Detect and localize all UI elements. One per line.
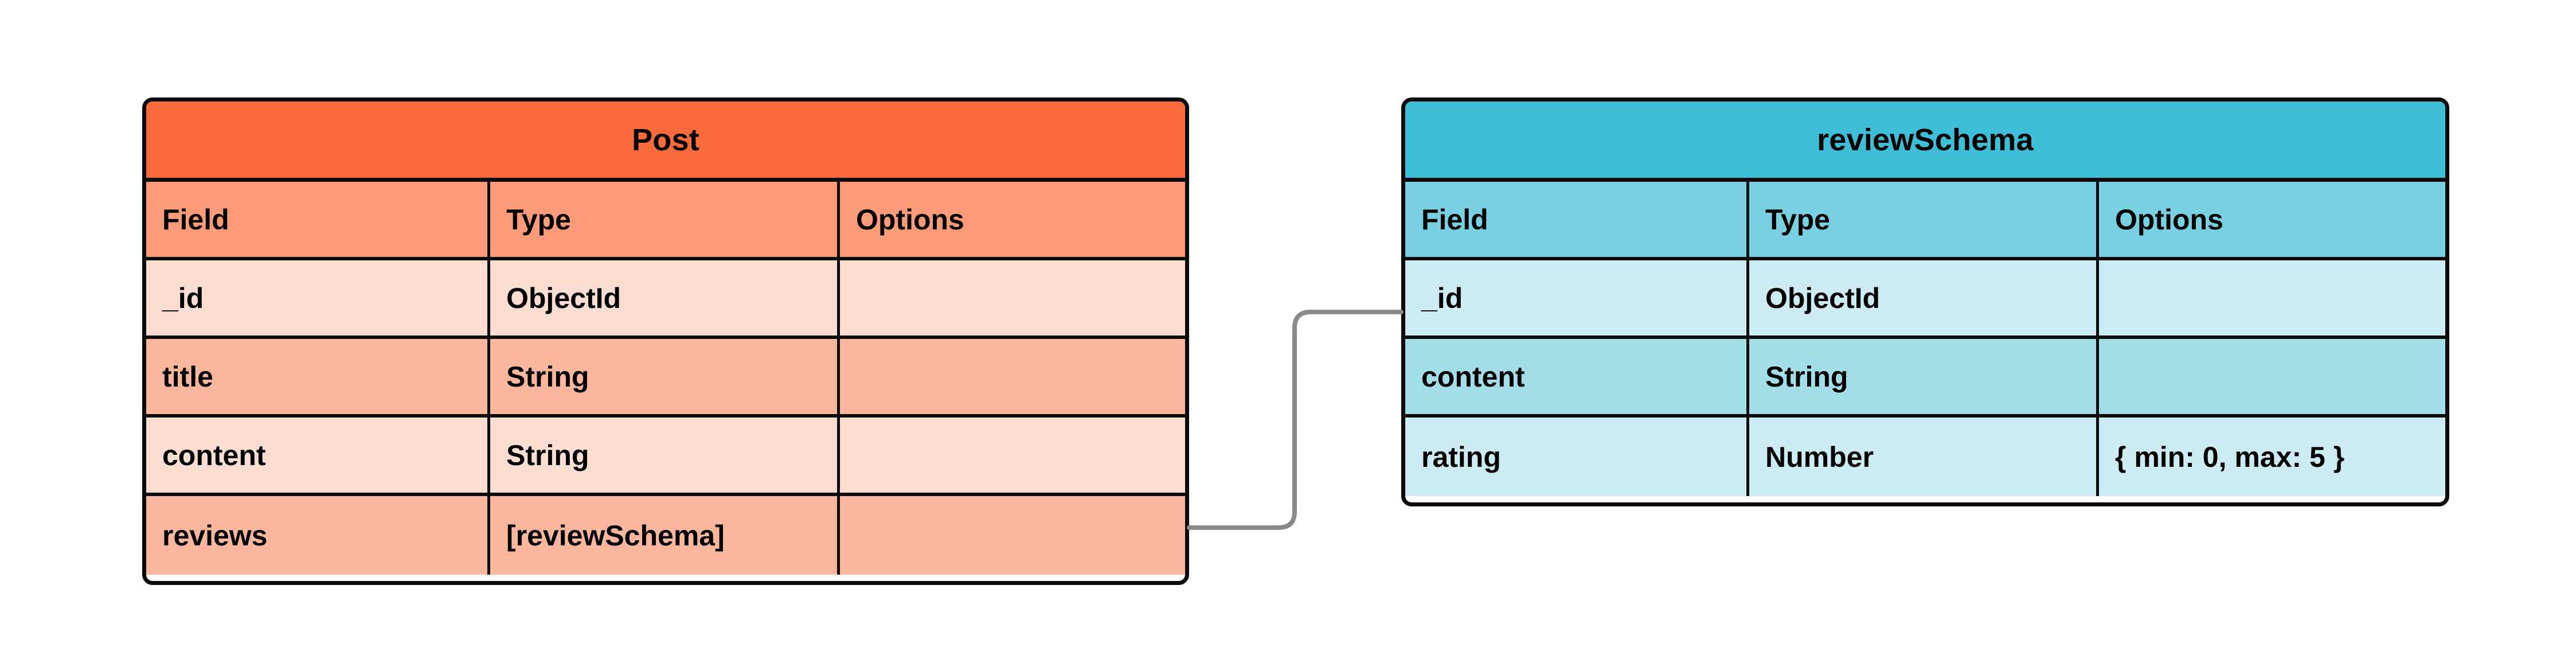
table-row[interactable]: _id ObjectId xyxy=(146,260,1185,339)
relationship-connector-reviews-to-reviewschema[interactable] xyxy=(1187,310,1404,530)
row-field-type: ObjectId xyxy=(1749,260,2099,336)
table-row[interactable]: reviews [reviewSchema] xyxy=(146,496,1185,575)
table-row[interactable]: content String xyxy=(146,418,1185,496)
row-field-options xyxy=(840,339,1185,414)
column-header-type: Type xyxy=(490,182,840,257)
row-field-type: String xyxy=(490,418,840,493)
table-row[interactable]: title String xyxy=(146,339,1185,418)
column-header-options: Options xyxy=(856,203,964,236)
row-field-name: _id xyxy=(146,260,490,336)
entity-reviewschema[interactable]: reviewSchema Field Type Options _id Obje… xyxy=(1401,97,2449,506)
table-row[interactable]: rating Number { min: 0, max: 5 } xyxy=(1405,418,2445,496)
column-header-field: Field xyxy=(146,182,490,257)
entity-post-title: Post xyxy=(146,102,1185,182)
row-field-type: String xyxy=(490,339,840,414)
table-row[interactable]: _id ObjectId xyxy=(1405,260,2445,339)
row-field-options xyxy=(840,260,1185,336)
column-header-field: Field xyxy=(1405,182,1749,257)
row-field-type: [reviewSchema] xyxy=(490,496,840,575)
row-field-options xyxy=(840,496,1185,575)
entity-reviewschema-column-headers: Field Type Options xyxy=(1405,182,2445,260)
row-field-name: title xyxy=(146,339,490,414)
row-field-name: reviews xyxy=(146,496,490,575)
column-header-options: Options xyxy=(2115,203,2223,236)
row-field-options xyxy=(840,418,1185,493)
row-field-type: Number xyxy=(1749,418,2099,496)
row-field-name: content xyxy=(146,418,490,493)
row-field-options xyxy=(2099,260,2445,336)
row-field-options: { min: 0, max: 5 } xyxy=(2115,440,2345,473)
row-field-type: String xyxy=(1749,339,2099,414)
table-row[interactable]: content String xyxy=(1405,339,2445,418)
entity-post[interactable]: Post Field Type Options _id ObjectId tit… xyxy=(142,97,1189,585)
entity-post-column-headers: Field Type Options xyxy=(146,182,1185,260)
row-field-name: rating xyxy=(1405,418,1749,496)
row-field-name: _id xyxy=(1405,260,1749,336)
row-field-name: content xyxy=(1405,339,1749,414)
row-field-options xyxy=(2099,339,2445,414)
entity-reviewschema-title: reviewSchema xyxy=(1405,102,2445,182)
row-field-type: ObjectId xyxy=(490,260,840,336)
column-header-type: Type xyxy=(1749,182,2099,257)
